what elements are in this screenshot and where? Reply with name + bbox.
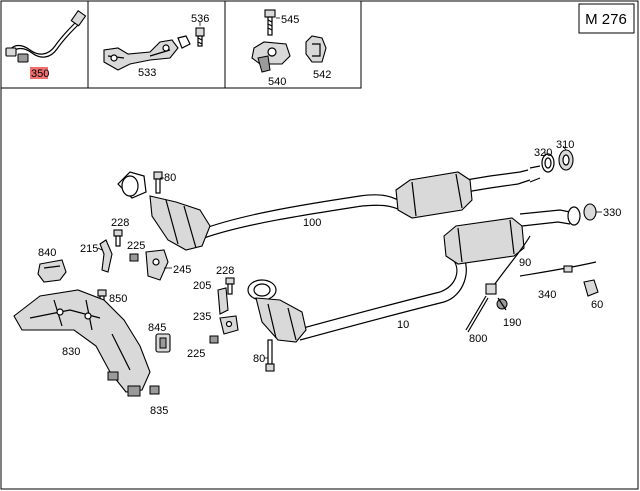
clip-840[interactable] [37,259,67,283]
label-536[interactable]: 536 [191,13,209,25]
sensor-lead-90[interactable] [485,235,531,295]
leader-215 [97,247,103,251]
converter-inlet-upper[interactable] [117,171,211,251]
bolt-228-lower[interactable] [225,277,235,295]
label-228-lower[interactable]: 228 [216,265,234,277]
label-90[interactable]: 90 [519,257,531,269]
bolt-80-upper[interactable] [153,171,163,194]
gasket-310[interactable] [558,149,574,171]
diagram-id-box [578,3,635,34]
clamp-320[interactable] [541,153,555,173]
screw-536[interactable] [195,27,205,47]
label-350[interactable]: 350 [31,68,49,80]
label-228-upper[interactable]: 228 [111,217,129,229]
label-830[interactable]: 830 [62,346,80,358]
nut-835[interactable] [149,385,160,395]
bracket-533[interactable] [103,35,191,71]
panel-mount-540 [224,0,362,89]
bracket-205[interactable] [217,287,229,315]
nut-225-upper[interactable] [129,253,139,262]
label-800[interactable]: 800 [469,333,487,345]
label-245[interactable]: 245 [173,264,191,276]
sensor-cable-340[interactable] [519,261,597,277]
label-330[interactable]: 330 [603,207,621,219]
bolt-80-lower[interactable] [265,339,275,372]
label-845[interactable]: 845 [148,322,166,334]
label-190[interactable]: 190 [503,317,521,329]
bracket-245[interactable] [145,249,169,281]
probe-800[interactable] [465,295,489,333]
label-540[interactable]: 540 [268,76,286,88]
mount-540[interactable] [251,41,291,73]
clip-542[interactable] [305,35,327,63]
leader-310 [562,145,567,151]
highlight-350 [30,67,48,79]
label-215[interactable]: 215 [80,243,98,255]
temperature-sensor-60[interactable] [583,279,599,297]
oxygen-sensor-190[interactable] [496,297,508,311]
diagram-id: M 276 [585,11,627,28]
label-310[interactable]: 310 [556,139,574,151]
label-205[interactable]: 205 [193,280,211,292]
label-235[interactable]: 235 [193,311,211,323]
label-225-lower[interactable]: 225 [187,348,205,360]
bolt-545[interactable] [264,9,276,36]
label-835[interactable]: 835 [150,405,168,417]
front-pipe-100[interactable] [199,165,541,239]
label-80-lower[interactable]: 80 [253,353,265,365]
mount-845[interactable] [155,333,171,353]
crossmember-830[interactable] [13,289,151,397]
label-340[interactable]: 340 [538,289,556,301]
nut-225-lower[interactable] [209,335,219,344]
label-10[interactable]: 10 [397,319,409,331]
label-545[interactable]: 545 [281,14,299,26]
label-225-upper[interactable]: 225 [127,240,145,252]
label-850[interactable]: 850 [109,293,127,305]
catalytic-converter-front[interactable] [395,171,473,219]
oxygen-sensor-350[interactable] [5,10,87,63]
bracket-215[interactable] [99,239,113,273]
label-60[interactable]: 60 [591,299,603,311]
label-80-upper[interactable]: 80 [164,172,176,184]
label-542[interactable]: 542 [313,69,331,81]
label-840[interactable]: 840 [38,247,56,259]
catalytic-converter-rear[interactable] [443,217,525,265]
label-100[interactable]: 100 [303,217,321,229]
label-533[interactable]: 533 [138,67,156,79]
bolt-228-upper[interactable] [113,229,123,247]
bracket-235[interactable] [219,315,239,335]
label-320[interactable]: 320 [534,147,552,159]
clamp-330[interactable] [567,203,597,226]
converter-inlet-lower[interactable] [247,279,307,343]
